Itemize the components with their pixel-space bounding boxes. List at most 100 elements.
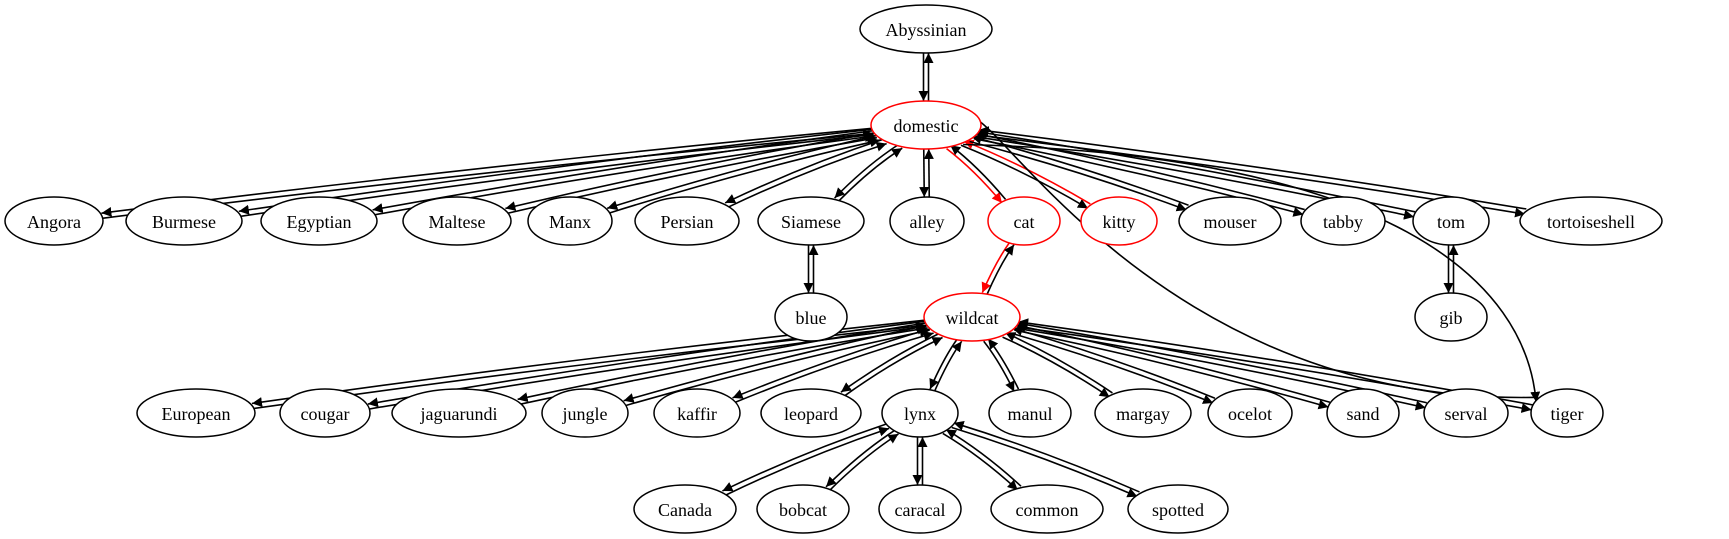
node-label: spotted [1152,500,1204,520]
node-domestic: domestic [870,100,982,150]
node-European: European [136,388,256,438]
edge-cat-to-domestic [949,144,1007,200]
edge-domestic-to-mouser [969,140,1188,212]
node-label: Canada [658,500,712,520]
node-ellipse [633,484,737,534]
edge-common-to-lynx [945,428,1022,487]
node-label: alley [910,212,945,232]
node-kaffir: kaffir [653,388,741,438]
node-blue: blue [774,292,848,342]
edge-wildcat-to-kaffir [732,327,932,399]
node-label: ocelot [1228,404,1272,424]
node-ellipse [391,388,527,438]
edge-wildcat-to-leopard [840,332,941,393]
edge-alley-to-domestic [923,148,934,197]
node-ellipse [1207,388,1293,438]
node-Manx: Manx [527,196,613,246]
edge-lynx-to-common [942,432,1019,491]
node-label: Manx [549,212,591,232]
edge-leopard-to-wildcat [843,336,943,398]
edge-cat-to-wildcat [981,241,1011,293]
node-ellipse [859,4,993,54]
node-label: leopard [784,404,838,424]
node-ellipse [1412,196,1490,246]
node-ellipse [878,484,962,534]
edge-lynx-to-Canada [722,422,888,492]
node-tabby: tabby [1300,196,1386,246]
node-ellipse [402,196,512,246]
node-label: Maltese [429,212,486,232]
edge-sand-to-wildcat [1015,322,1331,404]
node-tiger: tiger [1530,388,1604,438]
node-ellipse [125,196,243,246]
node-alley: alley [889,196,965,246]
edge-Manx-to-domestic [608,137,881,214]
edge-lynx-to-spotted [951,426,1138,498]
edge-wildcat-to-jaguarundi [517,322,927,403]
node-leopard: leopard [760,388,862,438]
node-ellipse [757,196,865,246]
node-label: lynx [904,404,936,424]
node-label: Persian [661,212,714,232]
node-label: bobcat [779,500,827,520]
node-label: common [1016,500,1079,520]
node-Egyptian: Egyptian [260,196,378,246]
edge-tabby-to-domestic [975,130,1305,211]
edge-mouser-to-domestic [971,134,1189,206]
node-margay: margay [1094,388,1192,438]
node-ellipse [1080,196,1158,246]
node-label: tabby [1323,212,1363,232]
edge-domestic-to-kitty [960,144,1089,210]
node-label: manul [1008,404,1053,424]
edge-wildcat-to-margay [1002,336,1111,398]
node-ellipse [1178,196,1282,246]
node-jungle: jungle [541,388,629,438]
node-manul: manul [988,388,1072,438]
node-ellipse [541,388,629,438]
edge-domestic-to-cat [946,148,1003,204]
node-tortoiseshell: tortoiseshell [1519,196,1663,246]
node-Maltese: Maltese [402,196,512,246]
edge-domestic-to-Maltese [505,131,876,211]
edge-domestic-to-Persian [724,138,885,204]
node-label: margay [1116,404,1170,424]
node-label: tiger [1551,404,1584,424]
node-ellipse [1414,292,1488,342]
node-ellipse [1530,388,1604,438]
node-Abyssinian: Abyssinian [859,4,993,54]
edge-domestic-to-tiger [963,143,1541,402]
node-label: serval [1445,404,1488,424]
edge-Siamese-to-domestic [837,147,903,203]
node-tom: tom [1412,196,1490,246]
edge-domestic-to-Manx [607,134,879,211]
node-ellipse [988,388,1072,438]
node-label: domestic [894,116,959,136]
node-common: common [990,484,1104,534]
node-bobcat: bobcat [756,484,850,534]
edge-wildcat-to-sand [1014,329,1329,410]
node-ellipse [923,292,1021,342]
node-label: gib [1439,308,1462,328]
edge-wildcat-to-manul [983,340,1015,392]
node-ellipse [881,388,959,438]
node-Burmese: Burmese [125,196,243,246]
node-ellipse [279,388,371,438]
node-lynx: lynx [881,388,959,438]
node-label: mouser [1204,212,1257,232]
node-ellipse [634,196,740,246]
node-ellipse [260,196,378,246]
node-ellipse [653,388,741,438]
node-Persian: Persian [634,196,740,246]
node-ellipse [760,388,862,438]
node-ocelot: ocelot [1207,388,1293,438]
edge-spotted-to-lynx [953,420,1140,493]
edge-domestic-to-alley [919,149,930,198]
node-ellipse [1519,196,1663,246]
node-ellipse [1300,196,1386,246]
node-cat: cat [987,196,1061,246]
node-spotted: spotted [1127,484,1229,534]
node-ellipse [1094,388,1192,438]
edge-Persian-to-domestic [726,141,887,209]
